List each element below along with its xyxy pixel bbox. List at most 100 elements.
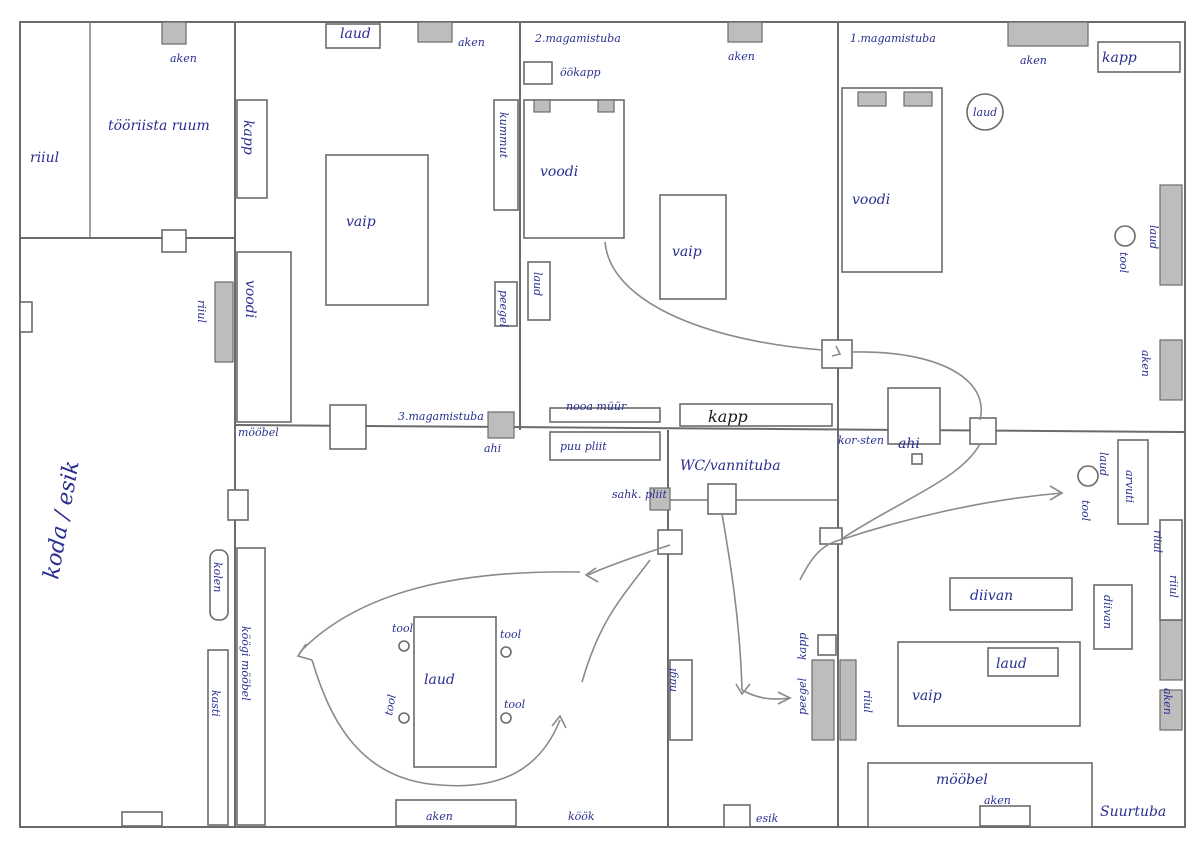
label-peegel-1: peegel bbox=[497, 290, 510, 328]
round-table bbox=[966, 93, 1004, 131]
window-bottom-left bbox=[121, 811, 163, 827]
label-kolen: kolen bbox=[211, 562, 224, 592]
label-laud-center: laud bbox=[424, 672, 455, 688]
ahi-box-1 bbox=[487, 411, 515, 439]
riiul-right bbox=[1159, 519, 1183, 621]
arrowhead-5 bbox=[551, 714, 567, 729]
label-tool-3: tool bbox=[392, 622, 414, 635]
label-laud-1: laud bbox=[340, 26, 371, 42]
window-6 bbox=[1159, 339, 1183, 401]
cabinet-left bbox=[207, 649, 229, 826]
label-peegel-2: peegel bbox=[796, 677, 809, 715]
label-riiul-2: riiul bbox=[195, 300, 208, 323]
kapp-small bbox=[817, 634, 837, 656]
door-7 bbox=[821, 339, 853, 369]
path-11 bbox=[581, 559, 651, 683]
riiul-suurtuba bbox=[839, 659, 857, 741]
voodi-room1 bbox=[841, 87, 943, 273]
path-5 bbox=[721, 513, 743, 691]
path-1 bbox=[604, 241, 823, 351]
label-voodi-3: voodi bbox=[242, 280, 258, 318]
laud-suurtuba bbox=[987, 647, 1059, 677]
path-6 bbox=[741, 689, 791, 700]
vaip-room3 bbox=[325, 154, 429, 306]
door-1 bbox=[161, 229, 187, 253]
window-5 bbox=[1159, 184, 1183, 286]
label-aken-6: aken bbox=[426, 810, 453, 823]
label-diivan-1: diivan bbox=[970, 588, 1013, 604]
arrowhead-6 bbox=[584, 567, 599, 583]
voodi-room2 bbox=[523, 99, 625, 239]
label-tool-4: tool bbox=[500, 628, 522, 641]
arrowhead-1 bbox=[1049, 485, 1064, 501]
window-2 bbox=[417, 21, 453, 43]
dining-table bbox=[413, 616, 497, 768]
label-tool-6: tool bbox=[504, 698, 526, 711]
laud-box-2 bbox=[527, 261, 551, 321]
label-kapp-2: kapp bbox=[240, 120, 256, 155]
voodi-room3 bbox=[236, 251, 292, 423]
path-4 bbox=[839, 492, 1063, 541]
chair-3 bbox=[500, 646, 512, 658]
nooa-muur-box bbox=[549, 407, 661, 423]
chair-suurtuba bbox=[1077, 465, 1099, 487]
label-kummut: kummut bbox=[497, 112, 510, 159]
label-koda-esik: koda / esik bbox=[39, 459, 84, 581]
chair-room1 bbox=[1114, 225, 1136, 247]
label-tool-5: tool bbox=[382, 693, 399, 717]
door-esik bbox=[723, 804, 751, 828]
label-kapp-3: kapp bbox=[708, 407, 748, 426]
label-toorista-ruum: tööriista ruum bbox=[108, 118, 210, 134]
puu-pliit-box bbox=[549, 431, 661, 461]
label-suurtuba: Suurtuba bbox=[1100, 804, 1166, 820]
kapp-room3 bbox=[236, 99, 268, 199]
door-6 bbox=[969, 417, 997, 445]
label-riiul-1: riiul bbox=[30, 150, 59, 166]
label-vaip-1: vaip bbox=[346, 214, 376, 230]
label-aken-7: aken bbox=[1161, 688, 1174, 715]
outer-wall bbox=[19, 21, 1186, 828]
window-1 bbox=[161, 21, 187, 45]
label-mobel-2: mööbel bbox=[936, 772, 988, 788]
label-voodi-2: voodi bbox=[852, 192, 890, 208]
label-nagi: nagi bbox=[666, 668, 679, 692]
kummut-box bbox=[493, 99, 519, 211]
label-aken-8: aken bbox=[984, 794, 1011, 807]
path-9 bbox=[299, 571, 581, 653]
arrowhead-7 bbox=[831, 345, 842, 357]
label-wc: WC/vannituba bbox=[680, 458, 781, 474]
arvuti-desk bbox=[1117, 439, 1149, 525]
window-suurtuba bbox=[979, 805, 1031, 827]
label-riiul-5: riiul bbox=[861, 690, 874, 713]
window-kitchen bbox=[395, 799, 517, 827]
kapp-wc bbox=[679, 403, 833, 427]
kapp-room1 bbox=[1097, 41, 1181, 73]
label-voodi-1: voodi bbox=[540, 164, 578, 180]
ookapp-box bbox=[523, 61, 553, 85]
label-aken-5: aken bbox=[1139, 350, 1152, 377]
sahk-pliit-box bbox=[649, 487, 671, 511]
toilet bbox=[707, 483, 737, 515]
window-3 bbox=[727, 21, 763, 43]
label-nooa-muur: nooa müür bbox=[566, 400, 627, 413]
pillow-4 bbox=[903, 91, 933, 107]
chair-4 bbox=[500, 712, 512, 724]
door-4 bbox=[227, 489, 249, 521]
label-magamistuba-1: 1.magamistuba bbox=[850, 32, 936, 45]
door-3 bbox=[329, 404, 367, 450]
label-aken-1: aken bbox=[170, 52, 197, 65]
nagi-box bbox=[669, 659, 693, 741]
label-laud-4: laud bbox=[531, 272, 544, 296]
label-riiul-4: riiul bbox=[1167, 575, 1180, 598]
door-5 bbox=[657, 529, 683, 555]
peegel-box-2 bbox=[811, 659, 835, 741]
kolen-box bbox=[209, 549, 229, 621]
door-8 bbox=[819, 527, 843, 545]
door-2 bbox=[19, 301, 33, 333]
diivan-2 bbox=[1093, 584, 1133, 650]
label-aken-3: aken bbox=[728, 50, 755, 63]
table-top bbox=[325, 23, 381, 49]
chair-2 bbox=[398, 712, 410, 724]
label-magamistuba-3: 3.magamistuba bbox=[398, 410, 484, 423]
